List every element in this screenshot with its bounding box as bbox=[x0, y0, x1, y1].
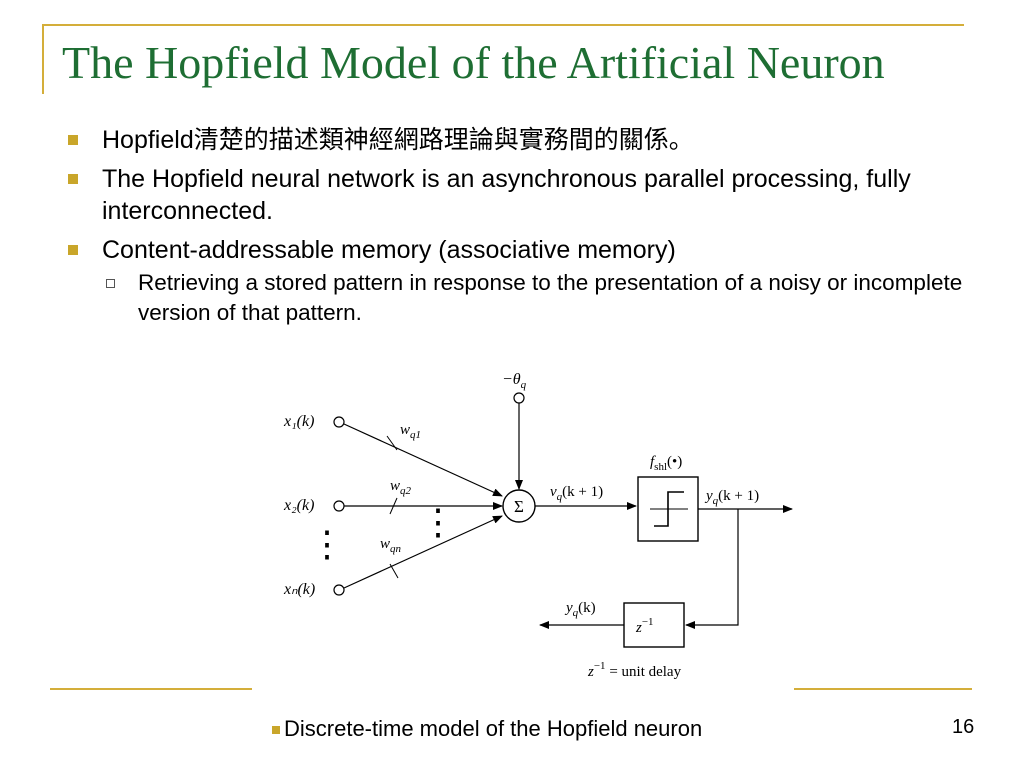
input-label-xn: xₙ(k) bbox=[283, 581, 315, 598]
bullet-item: The Hopfield neural network is an asynch… bbox=[66, 163, 966, 227]
weight-label-wq1: wq1 bbox=[400, 422, 421, 441]
bullet-list: Hopfield清楚的描述類神經網路理論與實務間的關係。 The Hopfiel… bbox=[66, 124, 966, 328]
bullet-item: Content-addressable memory (associative … bbox=[66, 234, 966, 266]
input-node-xn bbox=[333, 584, 345, 596]
bullet-square-icon bbox=[68, 245, 78, 255]
edge-xn-to-sum bbox=[343, 515, 503, 589]
unit-delay-block bbox=[623, 602, 685, 648]
unit-delay-note: z−1 = unit delay bbox=[587, 660, 682, 680]
threshold-node bbox=[513, 392, 525, 404]
footer-rule-left bbox=[50, 688, 252, 690]
slide-frame-left bbox=[42, 24, 44, 94]
sub-bullet-text: Retrieving a stored pattern in response … bbox=[138, 270, 963, 325]
caption-text: Discrete-time model of the Hopfield neur… bbox=[284, 716, 703, 741]
slide-title: The Hopfield Model of the Artificial Neu… bbox=[62, 37, 885, 88]
page-number: 16 bbox=[952, 716, 975, 738]
y-next-label: yq(k + 1) bbox=[704, 488, 759, 507]
weight-tick-2 bbox=[389, 497, 398, 515]
bullet-item: Hopfield清楚的描述類神經網路理論與實務間的關係。 bbox=[66, 124, 966, 156]
summation-symbol: Σ bbox=[514, 497, 524, 516]
vertical-dots-inputs: ⋮ bbox=[309, 524, 345, 564]
sub-bullet-square-icon bbox=[106, 279, 115, 288]
weight-tick-1 bbox=[386, 435, 398, 451]
input-label-x1: x₁(k) bbox=[283, 413, 314, 430]
edge-output-to-delay bbox=[685, 509, 739, 629]
footer-rule-right bbox=[794, 688, 972, 690]
caption-bullet-icon bbox=[272, 726, 280, 734]
v-label: vq(k + 1) bbox=[550, 484, 603, 503]
bullet-text: The Hopfield neural network is an asynch… bbox=[102, 165, 911, 225]
bullet-square-icon bbox=[68, 174, 78, 184]
sub-bullet-item: Retrieving a stored pattern in response … bbox=[66, 268, 966, 328]
activation-function-label: fshl(•) bbox=[650, 454, 682, 473]
hopfield-neuron-diagram: x₁(k) x₂(k) xₙ(k) ⋮ wq1 wq2 wqn ⋮ −θq Σ … bbox=[283, 371, 793, 680]
slide-frame-top bbox=[42, 24, 964, 26]
weight-tick-n bbox=[389, 563, 399, 579]
weight-label-wq2: wq2 bbox=[390, 478, 412, 497]
threshold-label: −θq bbox=[502, 371, 527, 391]
vertical-dots-weights: ⋮ bbox=[420, 502, 456, 542]
input-label-x2: x₂(k) bbox=[283, 497, 314, 514]
edge-x1-to-sum bbox=[343, 423, 503, 497]
input-node-x1 bbox=[333, 416, 345, 428]
y-label: yq(k) bbox=[564, 600, 596, 619]
bullet-square-icon bbox=[68, 135, 78, 145]
input-node-x2 bbox=[333, 500, 345, 512]
figure-caption: Discrete-time model of the Hopfield neur… bbox=[272, 716, 702, 742]
bullet-text: Content-addressable memory (associative … bbox=[102, 236, 676, 264]
bullet-text: Hopfield清楚的描述類神經網路理論與實務間的關係。 bbox=[102, 126, 694, 154]
weight-label-wqn: wqn bbox=[380, 536, 402, 555]
